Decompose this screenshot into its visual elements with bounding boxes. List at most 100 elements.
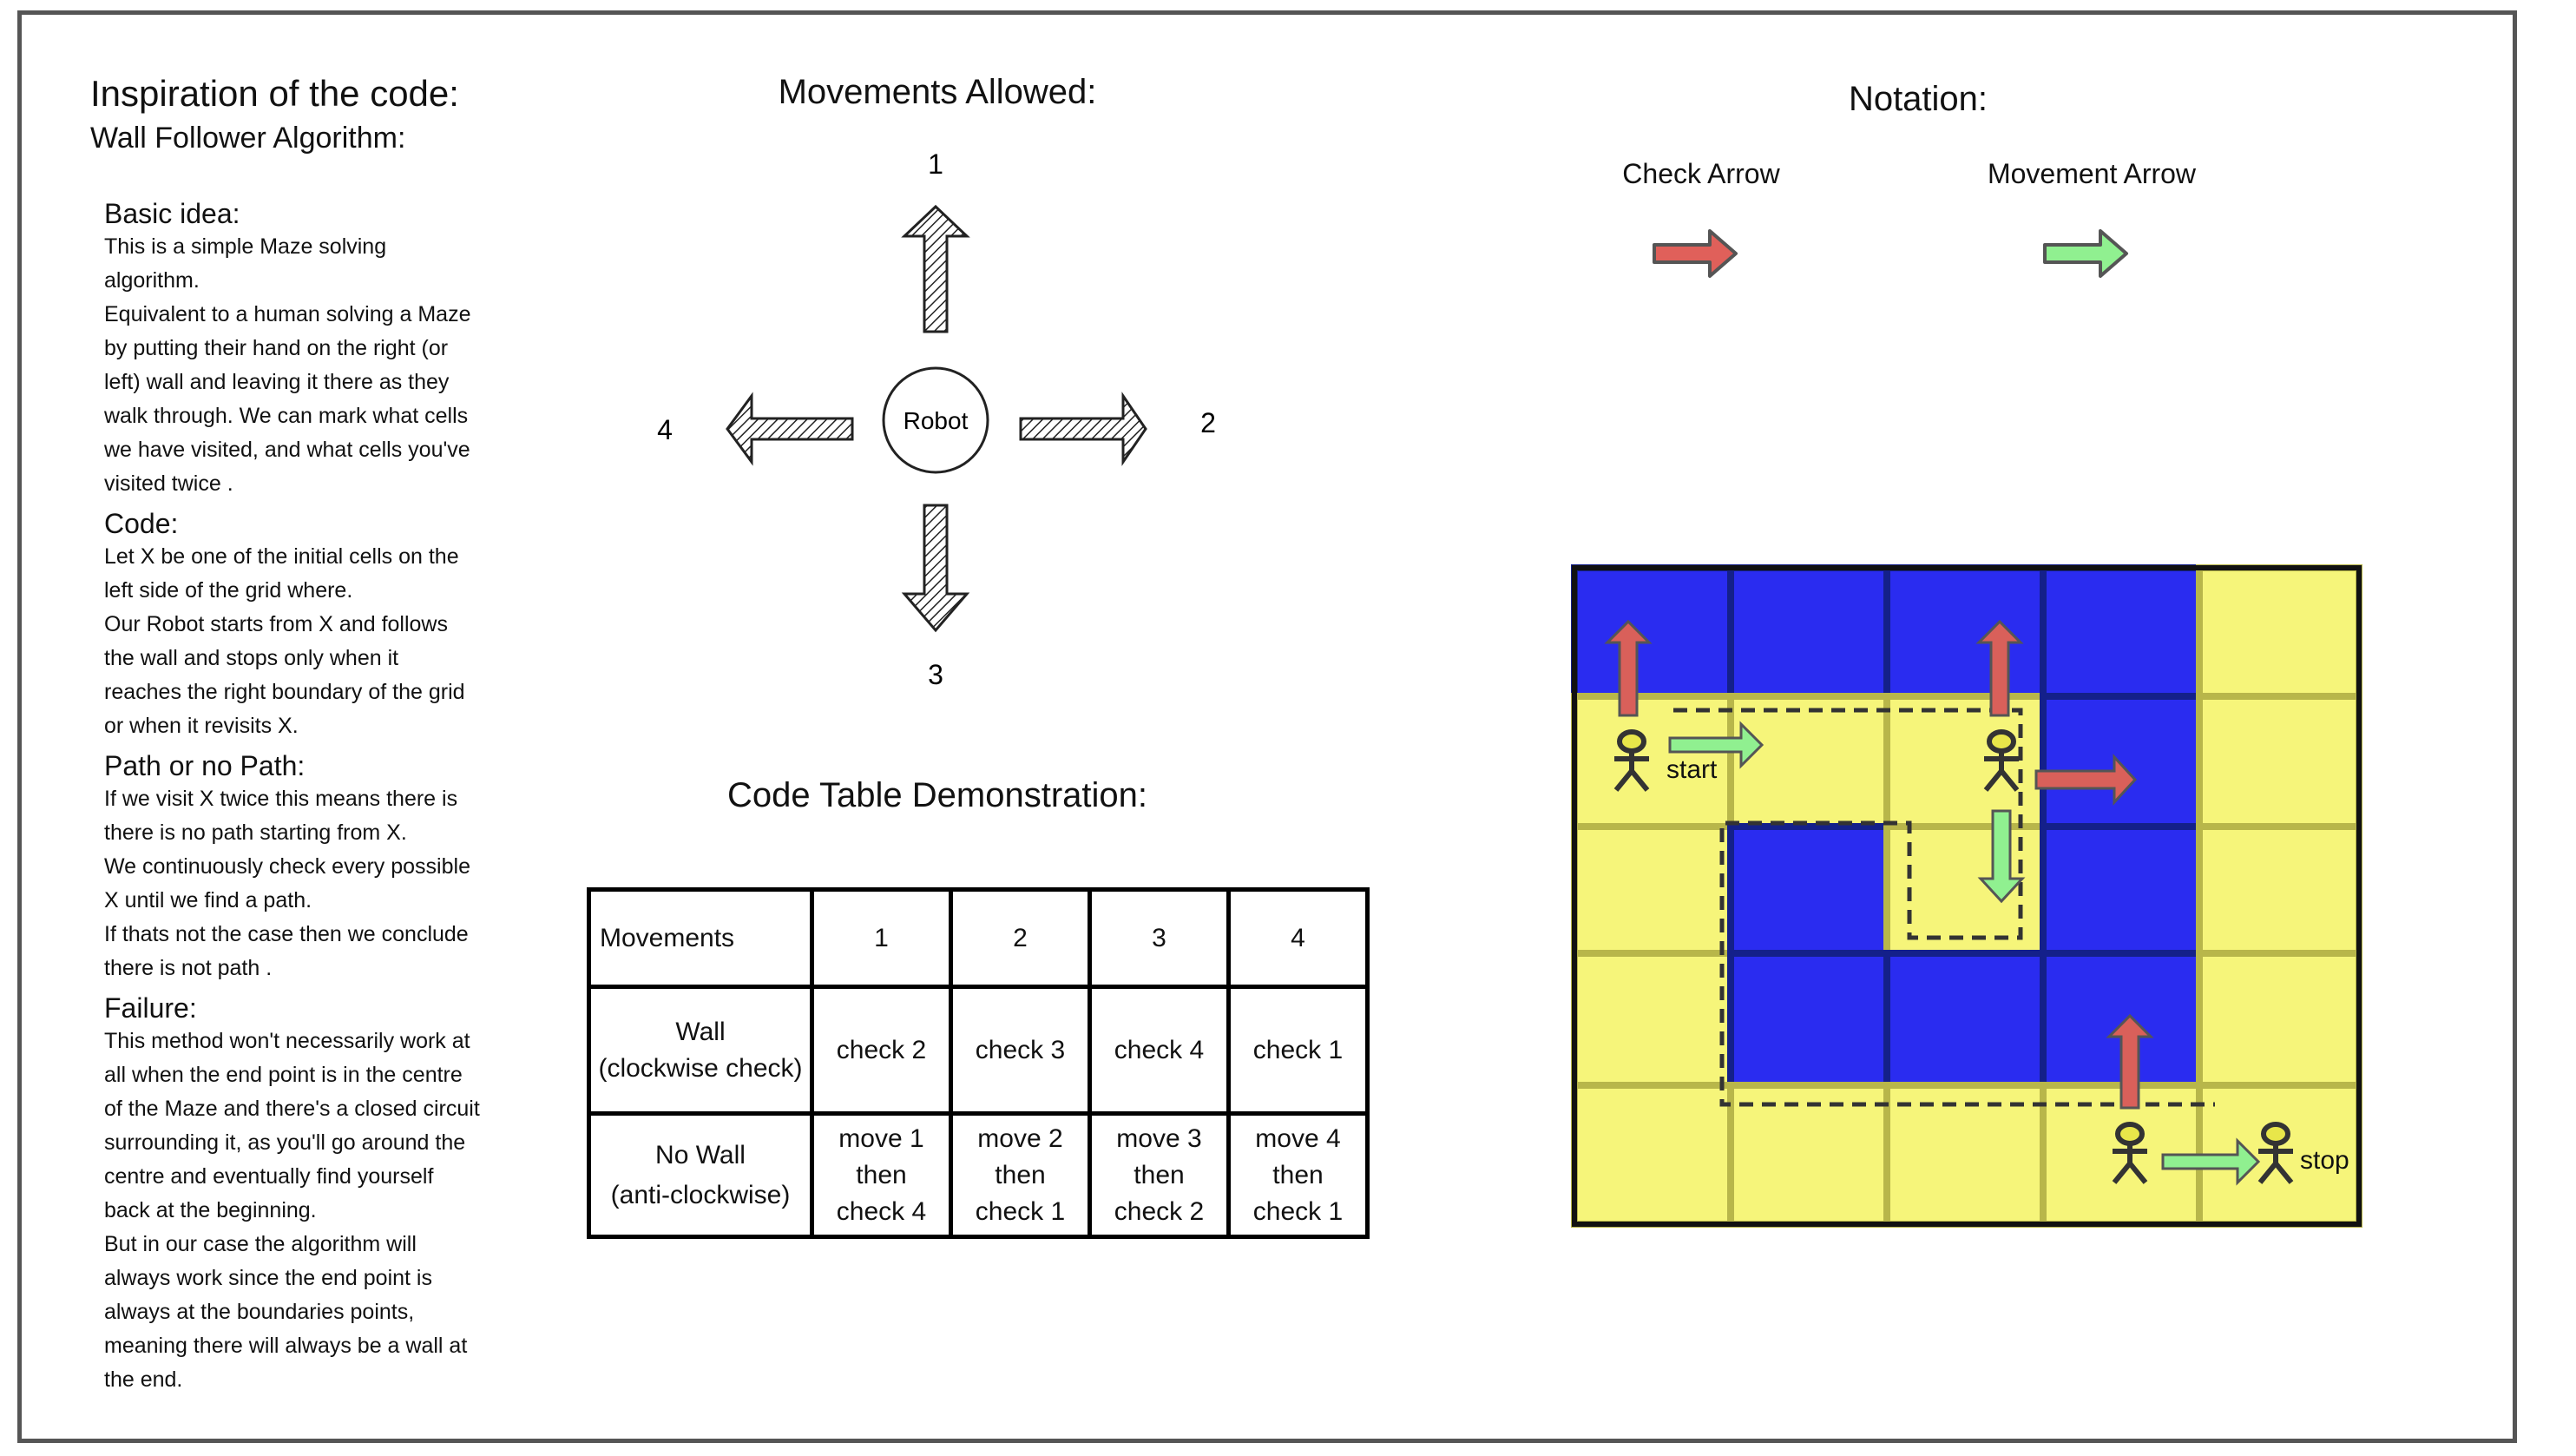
movement-arrow-label: Movement Arrow bbox=[1987, 158, 2197, 189]
header-cell: 3 bbox=[1088, 887, 1231, 989]
text-line: the wall and stops only when it bbox=[104, 646, 399, 670]
maze-open-cell bbox=[1883, 693, 2047, 830]
text-line: meaning there will always be a wall at bbox=[104, 1334, 468, 1358]
maze-wall-cell bbox=[2040, 693, 2203, 830]
text-line: there is not path . bbox=[104, 956, 273, 980]
text-line: If we visit X twice this means there is bbox=[104, 787, 458, 811]
check-arrow-icon bbox=[2106, 1013, 2154, 1110]
table-cell: move 1 then check 4 bbox=[810, 1111, 953, 1239]
movements-title: Movements Allowed: bbox=[778, 73, 1097, 111]
table-cell: check 1 bbox=[1226, 985, 1370, 1116]
maze-open-cell bbox=[1727, 693, 1890, 830]
robot-end-icon bbox=[2112, 1122, 2148, 1184]
cell-line: move 3 bbox=[1116, 1123, 1202, 1153]
up-arrow-icon bbox=[901, 204, 970, 333]
notation-title: Notation: bbox=[1848, 80, 1988, 118]
direction-4-label: 4 bbox=[657, 414, 673, 445]
cell-line: move 1 bbox=[838, 1123, 924, 1153]
text-line: surrounding it, as you'll go around the bbox=[104, 1130, 466, 1155]
cell-line: then bbox=[856, 1160, 907, 1189]
cell-line: then bbox=[1272, 1160, 1324, 1189]
header-cell: 1 bbox=[810, 887, 953, 989]
cell-line: check 1 bbox=[1252, 1196, 1344, 1226]
text-line: left) wall and leaving it there as they bbox=[104, 370, 450, 394]
down-arrow-icon bbox=[901, 504, 970, 633]
check-arrow-icon bbox=[1653, 229, 1738, 278]
maze-wall-cell bbox=[2040, 823, 2203, 957]
text-line: by putting their hand on the right (or bbox=[104, 336, 449, 360]
cell-line: move 4 bbox=[1255, 1123, 1341, 1153]
text-line: centre and eventually find yourself bbox=[104, 1164, 434, 1189]
check-arrow-icon bbox=[2034, 754, 2138, 806]
left-arrow-icon bbox=[726, 392, 854, 466]
maze-diagram: start stop bbox=[1571, 564, 2362, 1228]
page-title: Inspiration of the code: bbox=[90, 73, 459, 114]
maze-open-cell bbox=[2196, 564, 2362, 700]
text-line: we have visited, and what cells you've bbox=[104, 438, 470, 462]
check-arrow-label: Check Arrow bbox=[1622, 158, 1780, 189]
maze-wall-cell bbox=[1727, 950, 1890, 1089]
maze-open-cell bbox=[2196, 950, 2362, 1089]
row-label-line: (clockwise check) bbox=[598, 1053, 803, 1083]
table-cell: move 2 then check 1 bbox=[949, 1111, 1092, 1239]
text-line: Let X be one of the initial cells on the bbox=[104, 544, 459, 569]
table-cell: move 4 then check 1 bbox=[1226, 1111, 1370, 1239]
text-line: always work since the end point is bbox=[104, 1266, 432, 1290]
table-row: No Wall (anti-clockwise) move 1 then che… bbox=[587, 1111, 1370, 1239]
table-row: Wall (clockwise check) check 2 check 3 c… bbox=[587, 985, 1370, 1116]
start-label: start bbox=[1666, 755, 1718, 784]
header-cell: 4 bbox=[1226, 887, 1370, 989]
text-line: We continuously check every possible bbox=[104, 854, 470, 879]
row-label-line: Wall bbox=[675, 1017, 726, 1046]
explanation-text: Basic idea: This is a simple Maze solving… bbox=[104, 191, 503, 1397]
maze-grid bbox=[1571, 564, 2362, 1228]
robot-middle-icon bbox=[1983, 729, 2020, 792]
section-heading: Path or no Path: bbox=[104, 750, 306, 781]
text-line: the end. bbox=[104, 1367, 183, 1392]
text-line: This method won't necessarily work at bbox=[104, 1029, 470, 1053]
maze-wall-cell bbox=[1727, 564, 1890, 700]
cell-line: then bbox=[1134, 1160, 1185, 1189]
table-header-row: Movements 1 2 3 4 bbox=[587, 887, 1370, 989]
maze-wall-cell bbox=[1571, 564, 1734, 700]
table-title: Code Table Demonstration: bbox=[727, 776, 1147, 814]
movement-arrow-icon bbox=[2161, 1137, 2261, 1186]
header-cell: Movements bbox=[587, 887, 814, 989]
direction-2-label: 2 bbox=[1200, 407, 1216, 438]
text-line: left side of the grid where. bbox=[104, 578, 353, 603]
maze-wall-cell bbox=[1727, 823, 1890, 957]
header-cell: 2 bbox=[949, 887, 1092, 989]
maze-open-cell bbox=[2196, 693, 2362, 830]
text-line: If thats not the case then we conclude bbox=[104, 922, 469, 946]
cell-line: check 2 bbox=[1114, 1196, 1205, 1226]
maze-wall-cell bbox=[1883, 564, 2047, 700]
text-line: visited twice . bbox=[104, 471, 233, 496]
text-line: of the Maze and there's a closed circuit bbox=[104, 1097, 480, 1121]
table-cell: check 4 bbox=[1088, 985, 1231, 1116]
maze-open-cell bbox=[1571, 950, 1734, 1089]
direction-1-label: 1 bbox=[928, 148, 943, 180]
canvas-frame bbox=[17, 10, 2517, 1443]
maze-border bbox=[1572, 565, 2362, 1227]
text-line: But in our case the algorithm will bbox=[104, 1232, 417, 1256]
row-label-nowall: No Wall (anti-clockwise) bbox=[587, 1111, 814, 1239]
text-line: there is no path starting from X. bbox=[104, 820, 407, 845]
text-line: back at the beginning. bbox=[104, 1198, 317, 1222]
maze-open-cell bbox=[2196, 823, 2362, 957]
section-heading: Basic idea: bbox=[104, 198, 240, 229]
maze-wall-cell bbox=[1883, 950, 2047, 1089]
text-line: This is a simple Maze solving bbox=[104, 234, 387, 259]
maze-open-cell bbox=[1571, 823, 1734, 957]
check-arrow-icon bbox=[1604, 619, 1653, 717]
right-arrow-icon bbox=[1019, 392, 1147, 466]
direction-3-label: 3 bbox=[928, 659, 943, 690]
text-line: walk through. We can mark what cells bbox=[104, 404, 469, 428]
text-line: reaches the right boundary of the grid bbox=[104, 680, 465, 704]
text-line: X until we find a path. bbox=[104, 888, 312, 912]
text-line: Equivalent to a human solving a Maze bbox=[104, 302, 471, 326]
row-label-wall: Wall (clockwise check) bbox=[587, 985, 814, 1116]
row-label-line: (anti-clockwise) bbox=[610, 1180, 791, 1209]
text-line: or when it revisits X. bbox=[104, 714, 299, 738]
page-subtitle: Wall Follower Algorithm: bbox=[90, 122, 406, 155]
maze-open-cell bbox=[1571, 1082, 1734, 1228]
